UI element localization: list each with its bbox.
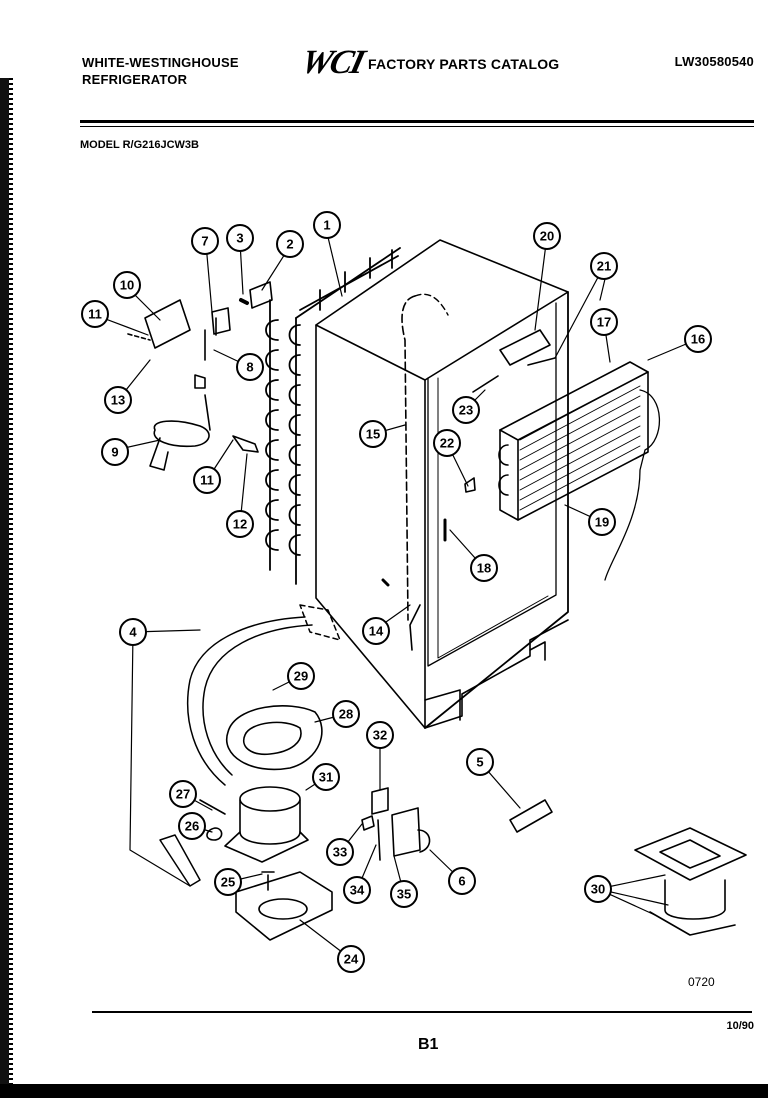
callout-19: 19	[588, 508, 616, 536]
defrost-drain-pan	[634, 827, 747, 936]
callout-4: 4	[119, 618, 147, 646]
callout-6: 6	[448, 867, 476, 895]
drain-tube-top	[414, 293, 449, 316]
callout-34: 34	[343, 876, 371, 904]
header-rule-thin	[80, 126, 754, 127]
svg-text:19: 19	[595, 515, 609, 530]
callout-16: 16	[684, 325, 712, 353]
callout-2: 2	[276, 230, 304, 258]
svg-text:5: 5	[476, 755, 483, 770]
callout-30: 30	[584, 875, 612, 903]
callout-15: 15	[359, 420, 387, 448]
callout-11-lower: 11	[193, 466, 221, 494]
svg-text:26: 26	[185, 819, 199, 834]
callout-1: 1	[313, 211, 341, 239]
svg-text:13: 13	[111, 393, 125, 408]
callout-22: 22	[433, 429, 461, 457]
svg-text:23: 23	[459, 403, 473, 418]
catalog-number: LW30580540	[674, 54, 754, 69]
callout-35: 35	[390, 880, 418, 908]
callout-26: 26	[178, 812, 206, 840]
callout-3: 3	[226, 224, 254, 252]
condenser-coil	[265, 247, 401, 585]
header-rule	[80, 120, 754, 123]
drain-tube	[401, 295, 416, 621]
page-code: B1	[418, 1036, 439, 1053]
svg-text:16: 16	[691, 332, 705, 347]
svg-text:2: 2	[286, 237, 293, 252]
callout-11-upper: 11	[81, 300, 109, 328]
manufacturer-name: WHITE-WESTINGHOUSE	[82, 55, 239, 70]
callout-33: 33	[326, 838, 354, 866]
callout-28: 28	[332, 700, 360, 728]
svg-text:24: 24	[344, 952, 359, 967]
svg-text:27: 27	[176, 787, 190, 802]
callout-18: 18	[470, 554, 498, 582]
scan-edge-ticks	[9, 78, 13, 1098]
scan-edge	[0, 78, 9, 1098]
svg-text:7: 7	[201, 234, 208, 249]
svg-text:4: 4	[129, 625, 137, 640]
appliance-type: REFRIGERATOR	[82, 72, 188, 87]
callout-17: 17	[590, 308, 618, 336]
callout-32: 32	[366, 721, 394, 749]
evaporator-coil	[498, 361, 661, 581]
callout-9: 9	[101, 438, 129, 466]
svg-text:28: 28	[339, 707, 353, 722]
footer-rule	[92, 1011, 752, 1013]
svg-text:21: 21	[597, 259, 611, 274]
cabinet	[315, 239, 569, 729]
manufacturer-block: WHITE-WESTINGHOUSE REFRIGERATOR	[82, 54, 239, 88]
svg-text:34: 34	[350, 883, 365, 898]
svg-text:3: 3	[236, 231, 243, 246]
svg-text:17: 17	[597, 315, 611, 330]
svg-text:12: 12	[233, 517, 247, 532]
callout-20: 20	[533, 222, 561, 250]
scan-bottom-edge	[0, 1084, 768, 1098]
svg-text:33: 33	[333, 845, 347, 860]
callout-27: 27	[169, 780, 197, 808]
callout-21: 21	[590, 252, 618, 280]
upper-left-parts	[127, 281, 273, 471]
callout-14: 14	[362, 617, 390, 645]
svg-text:11: 11	[88, 307, 102, 322]
tubing	[159, 604, 341, 887]
callout-25: 25	[214, 868, 242, 896]
callout-8: 8	[236, 353, 264, 381]
svg-text:30: 30	[591, 882, 605, 897]
callout-31: 31	[312, 763, 340, 791]
svg-text:9: 9	[111, 445, 118, 460]
svg-text:1: 1	[323, 218, 330, 233]
svg-text:18: 18	[477, 561, 491, 576]
callout-5: 5	[466, 748, 494, 776]
svg-text:29: 29	[294, 669, 308, 684]
callout-10: 10	[113, 271, 141, 299]
callout-23: 23	[452, 396, 480, 424]
callouts: 1 2 3 4 5 6 7 8 9 10 11 11 12 13 14 15 1…	[81, 211, 712, 973]
svg-text:22: 22	[440, 436, 454, 451]
svg-text:32: 32	[373, 728, 387, 743]
svg-text:20: 20	[540, 229, 554, 244]
figure-code: 0720	[688, 975, 715, 989]
svg-text:6: 6	[458, 874, 465, 889]
callout-24: 24	[337, 945, 365, 973]
callout-12: 12	[226, 510, 254, 538]
svg-text:14: 14	[369, 624, 384, 639]
svg-text:11: 11	[200, 473, 214, 488]
catalog-title: FACTORY PARTS CATALOG	[368, 56, 560, 72]
svg-text:25: 25	[221, 875, 235, 890]
catalog-date: 10/90	[726, 1020, 754, 1032]
svg-text:31: 31	[319, 770, 333, 785]
svg-text:8: 8	[246, 360, 253, 375]
callout-7: 7	[191, 227, 219, 255]
svg-text:35: 35	[397, 887, 411, 902]
callout-29: 29	[287, 662, 315, 690]
svg-text:10: 10	[120, 278, 134, 293]
leader-lines	[94, 232, 699, 960]
model-number: MODEL R/G216JCW3B	[80, 139, 199, 151]
callout-13: 13	[104, 386, 132, 414]
svg-text:15: 15	[366, 427, 380, 442]
